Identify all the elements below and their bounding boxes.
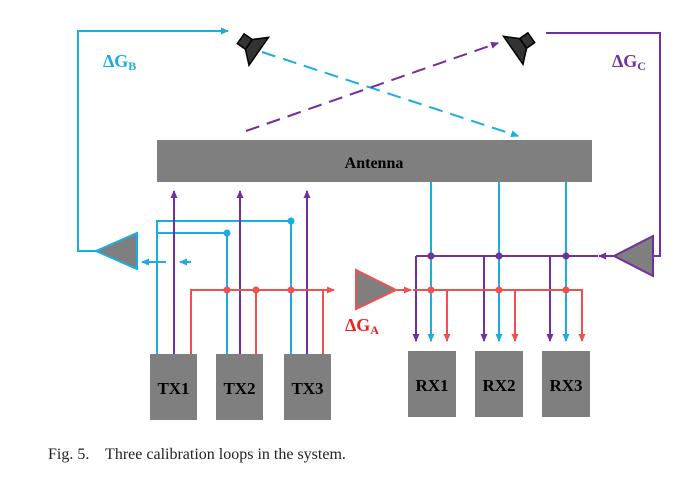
rx2-label: RX2 (482, 376, 515, 395)
tx3-label: TX3 (291, 379, 323, 398)
antenna-block: Antenna (157, 140, 592, 182)
blue-loop (77, 27, 570, 354)
figure-caption: Fig. 5. Three calibration loops in the s… (48, 446, 346, 463)
tx3-block: TX3 (284, 354, 331, 420)
tx1-label: TX1 (157, 379, 189, 398)
gain-b-label: ΔGB (103, 51, 136, 73)
rx3-block: RX3 (542, 351, 590, 417)
rx1-label: RX1 (415, 376, 448, 395)
antenna-label: Antenna (345, 155, 404, 172)
gain-a-label: ΔGA (345, 315, 379, 337)
tx-blocks: TX1 TX2 TX3 (150, 354, 331, 420)
speaker-right-icon (501, 31, 536, 67)
rx1-block: RX1 (408, 351, 456, 417)
red-loop (190, 286, 586, 354)
rx2-block: RX2 (475, 351, 523, 417)
tx1-block: TX1 (150, 354, 197, 420)
rx3-label: RX3 (549, 376, 582, 395)
purple-loop (170, 32, 661, 354)
amplifier-b-icon (93, 231, 138, 271)
amplifier-c-icon (611, 234, 654, 278)
gain-c-label: ΔGC (612, 51, 646, 73)
speaker-left-icon (236, 32, 271, 68)
tx2-block: TX2 (216, 354, 263, 420)
tx2-label: TX2 (223, 379, 255, 398)
amplifier-a-icon (355, 268, 399, 311)
rx-blocks: RX1 RX2 RX3 (408, 351, 590, 417)
